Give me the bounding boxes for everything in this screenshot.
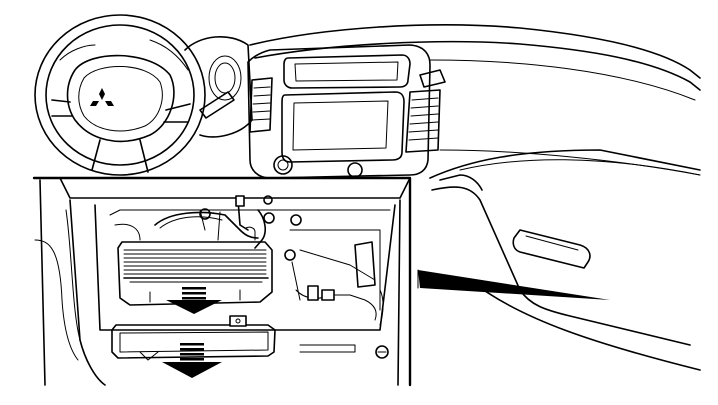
right-knob-icon xyxy=(347,162,363,178)
down-arrow-icon-upper xyxy=(166,287,222,314)
clip-tab-icon xyxy=(229,315,247,327)
connector-icon xyxy=(307,285,319,301)
center-console xyxy=(247,44,446,179)
left-vent-icon xyxy=(249,77,273,133)
wiring-harness xyxy=(154,195,384,326)
instrument-cluster xyxy=(184,35,253,138)
screw-icon xyxy=(375,345,389,359)
control-unit-module xyxy=(117,226,273,306)
panel-recess xyxy=(94,204,396,331)
navigation-screen xyxy=(281,91,405,163)
right-vent-icon xyxy=(405,89,441,153)
cover-panel xyxy=(111,315,276,361)
down-arrow-icon-lower xyxy=(162,343,222,378)
upper-display xyxy=(283,54,411,89)
steering-wheel xyxy=(34,14,206,176)
lower-right-details xyxy=(299,344,389,359)
stalk-lever xyxy=(199,91,235,119)
left-knob-icon xyxy=(273,155,293,175)
dashboard-top-outline xyxy=(249,24,701,176)
lower-panel-frame xyxy=(32,176,412,387)
pointer-wedge-icon xyxy=(417,269,610,300)
right-vent-top xyxy=(419,69,446,88)
passenger-dashboard xyxy=(429,149,701,371)
mitsubishi-logo-icon xyxy=(90,88,114,106)
glovebox-handle-icon xyxy=(512,229,591,269)
